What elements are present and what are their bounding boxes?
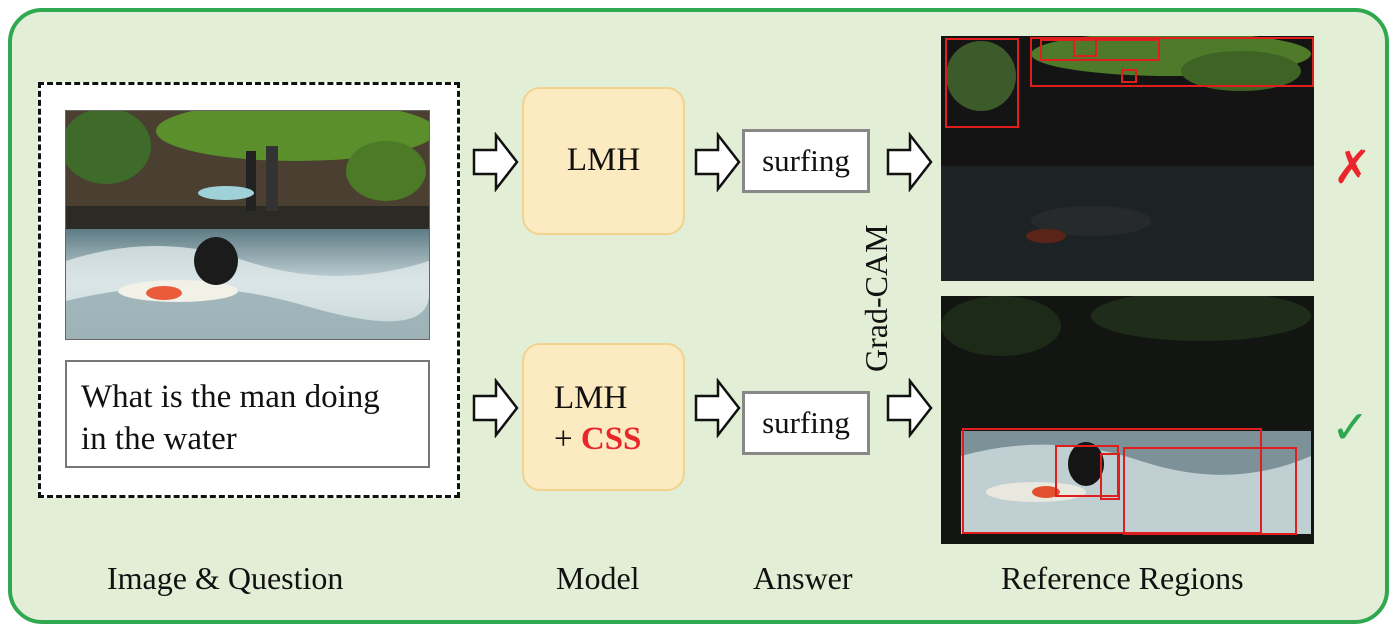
answer-top: surfing	[742, 129, 870, 193]
caption-reference-regions: Reference Regions	[1001, 560, 1244, 596]
arrow-right-icon	[472, 132, 519, 192]
gradcam-label: Grad-CAM	[858, 224, 894, 372]
arrow-right-icon	[886, 378, 933, 438]
model-lmh-css-label: LMH	[554, 380, 628, 416]
arrow-right-icon	[694, 378, 741, 438]
model-lmh-css: LMH + CSS	[522, 343, 685, 491]
caption-model: Model	[556, 560, 640, 596]
question-line-1: What is the man doing	[81, 379, 380, 415]
reference-regions-bottom	[941, 296, 1314, 544]
model-css-highlight: CSS	[580, 421, 642, 457]
arrow-right-icon	[472, 378, 519, 438]
surfer-photo	[65, 110, 430, 340]
correct-mark-icon: ✓	[1331, 400, 1370, 454]
reference-regions-top	[941, 36, 1314, 281]
caption-image-question: Image & Question	[107, 560, 344, 596]
model-lmh: LMH	[522, 87, 685, 235]
question-line-2: in the water	[81, 421, 237, 457]
arrow-right-icon	[694, 132, 741, 192]
wrong-mark-icon: ✗	[1333, 140, 1372, 194]
model-css-line: + CSS	[554, 421, 641, 458]
answer-bottom: surfing	[742, 391, 870, 455]
caption-answer: Answer	[753, 560, 853, 596]
arrow-right-icon	[886, 132, 933, 192]
model-lmh-label: LMH	[566, 142, 641, 178]
model-plus: +	[554, 421, 581, 457]
question-box: What is the man doing in the water	[65, 360, 430, 468]
